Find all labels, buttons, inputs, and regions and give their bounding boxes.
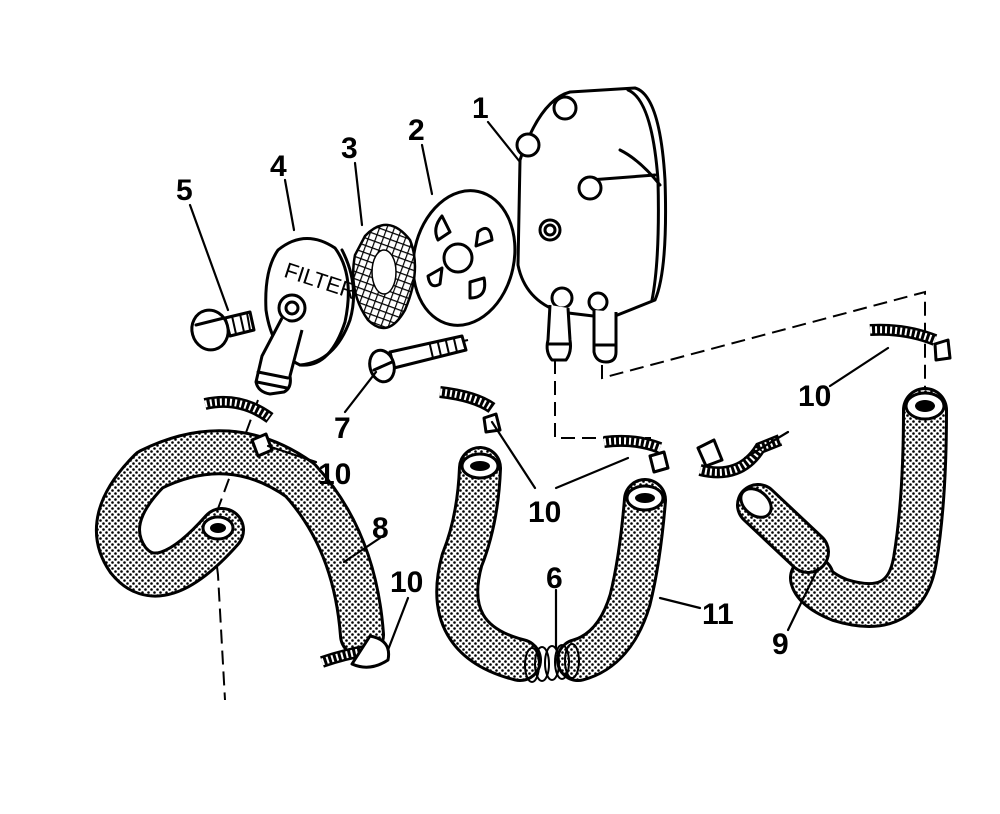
- hose-left: [95, 429, 385, 658]
- callout-4: 4: [270, 150, 287, 183]
- hose-right: [736, 387, 948, 628]
- callout-10-d: 10: [390, 566, 423, 599]
- callout-9: 9: [772, 628, 789, 661]
- callout-1: 1: [472, 92, 489, 125]
- filter-screen: [351, 223, 417, 330]
- callouts: 1 2 3 4 5 7 10 10 10 10 8 6 11 9: [176, 92, 831, 661]
- callout-11: 11: [702, 598, 734, 631]
- hose-center: [435, 446, 667, 682]
- clamps: [203, 323, 952, 669]
- bolt: [368, 334, 468, 384]
- fuel-pump-body: [515, 86, 668, 364]
- callout-10-b: 10: [528, 496, 561, 529]
- callout-6: 6: [546, 562, 563, 595]
- callout-3: 3: [341, 132, 358, 165]
- gasket: [411, 189, 517, 327]
- callout-10-a: 10: [318, 458, 351, 491]
- filter-cover: FILTER: [254, 237, 360, 396]
- callout-8: 8: [372, 512, 389, 545]
- callout-7: 7: [334, 412, 351, 445]
- callout-5: 5: [176, 174, 193, 207]
- screw: [190, 308, 256, 352]
- callout-10-c: 10: [798, 380, 831, 413]
- callout-2: 2: [408, 114, 425, 147]
- leader-lines: [188, 120, 890, 652]
- spring: [524, 643, 580, 683]
